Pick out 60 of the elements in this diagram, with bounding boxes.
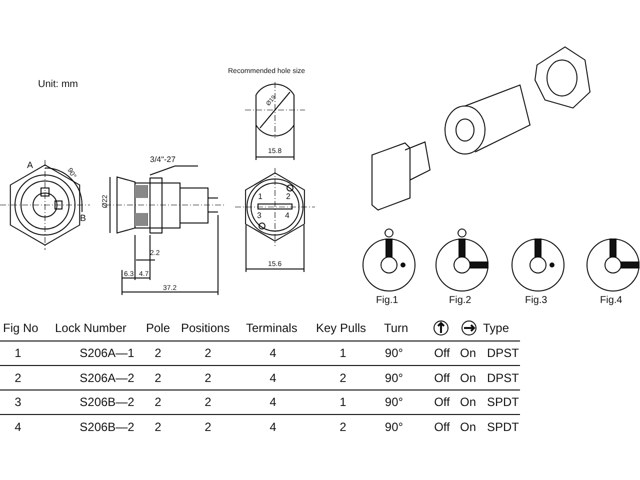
table-cell: 1 [340, 347, 346, 359]
table-cell: 90° [384, 347, 404, 359]
table-cell: Off [434, 396, 450, 408]
table-cell: Off [434, 420, 450, 432]
terminal-number: 4 [285, 212, 290, 220]
table-cell: On [460, 347, 476, 359]
table-cell: S206A—1 [80, 347, 134, 359]
table-cell: 1 [14, 347, 22, 359]
table-header: Pole [146, 322, 170, 334]
table-header: Positions [181, 322, 230, 334]
table-cell: On [460, 420, 476, 432]
table-cell: 1 [340, 396, 346, 408]
figure-label: Fig.3 [525, 296, 548, 306]
table-cell: On [460, 372, 476, 384]
table-cell: DPST [487, 347, 519, 359]
table-cell: 2 [154, 372, 162, 384]
table-cell: 90° [384, 372, 404, 384]
terminal-number: 1 [258, 193, 262, 201]
table-cell: SPDT [487, 396, 519, 408]
table-cell: Off [434, 372, 450, 384]
table-header: Turn [384, 322, 408, 334]
figure-label: Fig.4 [600, 296, 622, 306]
table-cell: S206B—2 [80, 420, 134, 432]
table-cell: DPST [487, 372, 519, 384]
table-cell: 2 [340, 372, 346, 384]
terminal-number: 2 [286, 193, 290, 201]
terminal-number: 3 [257, 212, 262, 220]
table-cell: 2 [340, 420, 346, 432]
table-cell: 4 [270, 347, 276, 359]
table-cell: 90° [384, 396, 404, 408]
table-cell: S206B—2 [80, 396, 134, 408]
table-cell: 90° [384, 420, 404, 432]
table-cell: 4 [270, 372, 276, 384]
table-cell: 3 [14, 396, 22, 408]
table-cell: 2 [154, 396, 162, 408]
table-cell: 2 [204, 372, 212, 384]
figure-label: Fig.2 [449, 296, 472, 306]
table-header: Lock Number [55, 322, 126, 334]
table-cell: 4 [270, 420, 276, 432]
table-cell: 2 [154, 347, 162, 359]
table-cell: 4 [14, 420, 22, 432]
table-cell: 4 [270, 396, 276, 408]
figure-label: Fig.1 [376, 296, 398, 306]
thread-label: 3/4"-27 [150, 156, 176, 164]
table-header: Terminals [246, 322, 298, 334]
table-cell: SPDT [487, 420, 519, 432]
table-cell: 2 [204, 347, 212, 359]
table-header: Key Pulls [316, 322, 366, 334]
table-cell: S206A—2 [80, 372, 134, 384]
table-cell: Off [434, 347, 450, 359]
position-label: B [80, 214, 86, 223]
unit-note: Unit: mm [38, 80, 78, 90]
table-header: Fig No [3, 322, 38, 334]
table-cell: On [460, 396, 476, 408]
table-cell: 2 [204, 396, 212, 408]
position-label: A [27, 161, 34, 170]
table-cell: 2 [204, 420, 212, 432]
table-header: Type [483, 322, 510, 334]
table-cell: 2 [14, 372, 22, 384]
table-cell: 2 [154, 420, 162, 432]
